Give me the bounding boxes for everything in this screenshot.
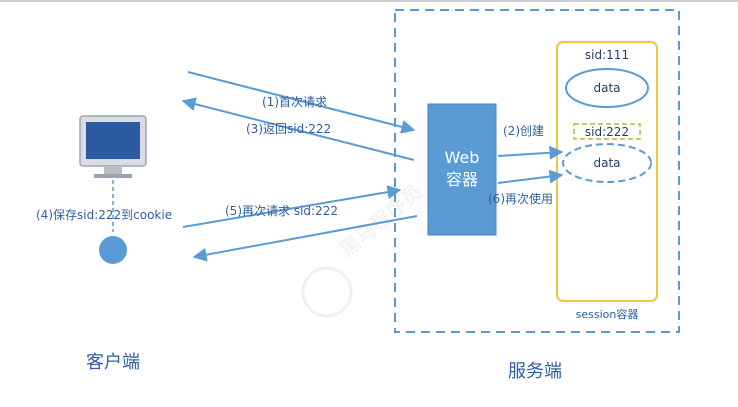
server-boundary: [394, 9, 680, 333]
step-2-label: (2)创建: [503, 124, 544, 138]
sid-222-tag: [573, 123, 641, 140]
web-label-line2: 容器: [446, 170, 478, 189]
step-3-label: (3)返回sid:222: [246, 122, 331, 136]
computer-monitor-icon: [79, 115, 147, 178]
data-ellipse-2: [562, 143, 652, 183]
server-label: 服务端: [508, 361, 562, 382]
arrow-return-sid: [181, 97, 415, 161]
web-container-box: [427, 103, 497, 236]
data-1-label: data: [593, 81, 620, 95]
data-2-label: data: [593, 156, 620, 170]
step-6-label: (6)再次使用: [488, 191, 553, 206]
step-5-label: (5)再次请求 sid:222: [225, 204, 338, 218]
arrow-second-request: [182, 185, 402, 228]
web-label-line1: Web: [445, 148, 480, 167]
watermark-text: 黑马程序员: [335, 179, 427, 262]
data-ellipse-1: [565, 68, 649, 108]
step-1-label: (1)首次请求: [262, 95, 327, 109]
arrow-reuse: [497, 169, 564, 184]
arrow-first-request: [187, 71, 416, 134]
top-divider: [0, 0, 738, 2]
sid-222-label: sid:222: [585, 125, 629, 139]
arrow-response: [192, 215, 418, 262]
watermark-logo: 黑马程序员: [301, 179, 427, 318]
arrow-create: [497, 145, 564, 160]
cookie-circle-icon: [99, 236, 127, 264]
session-container-label: session容器: [576, 307, 639, 321]
step-4-label: (4)保存sid:222到cookie: [36, 208, 172, 222]
client-label: 客户端: [86, 352, 140, 373]
sid-111-label: sid:111: [585, 48, 629, 62]
